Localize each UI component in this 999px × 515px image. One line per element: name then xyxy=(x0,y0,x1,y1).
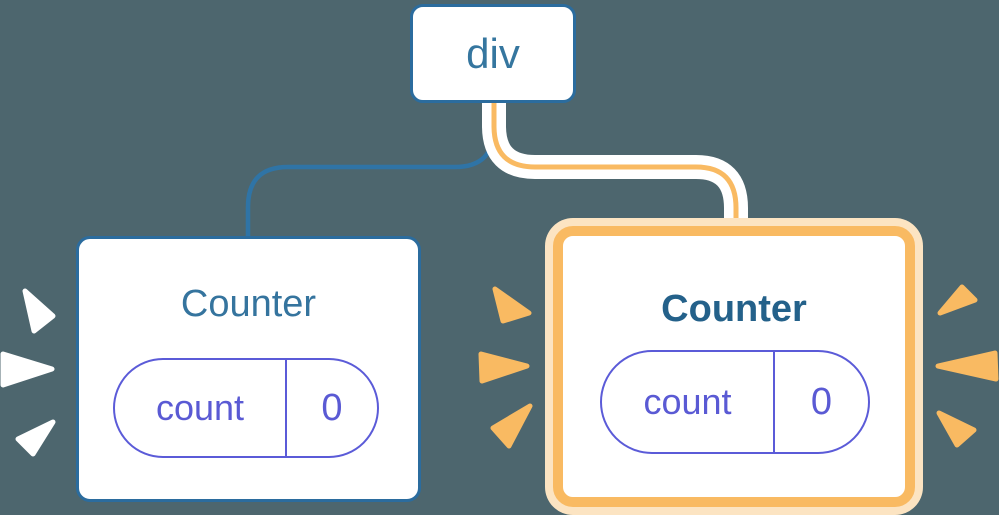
burst-marks-icon-right-counter-right xyxy=(935,284,999,448)
burst-marks-icon-left-counter xyxy=(0,288,56,457)
edge-highlight-casing xyxy=(482,100,748,226)
state-key: count xyxy=(602,352,775,452)
burst-wedge-icon xyxy=(15,419,56,457)
state-pill: count 0 xyxy=(600,350,870,454)
state-key: count xyxy=(115,360,287,456)
tree-node-div: div xyxy=(410,4,576,103)
burst-marks-icon-right-counter-left xyxy=(478,286,533,449)
edge-div-to-left-counter xyxy=(245,100,497,240)
burst-wedge-icon xyxy=(478,351,530,384)
burst-wedge-icon xyxy=(937,284,978,316)
burst-wedge-icon xyxy=(22,288,56,334)
counter-title: Counter xyxy=(180,283,317,325)
state-value: 0 xyxy=(810,380,833,423)
state-pill: count 0 xyxy=(113,358,379,458)
burst-wedge-icon xyxy=(935,350,999,382)
edge-div-to-right-counter xyxy=(491,100,739,236)
tree-node-div-label: div xyxy=(466,29,520,77)
counter-card-left: Counter count 0 xyxy=(76,236,421,502)
counter-title: Counter xyxy=(661,288,807,330)
state-value: 0 xyxy=(321,386,343,429)
burst-wedge-icon xyxy=(490,403,533,449)
counter-card-right-highlighted: Counter count 0 xyxy=(553,226,915,507)
burst-wedge-icon xyxy=(936,410,977,448)
burst-wedge-icon xyxy=(0,351,55,388)
burst-wedge-icon xyxy=(492,286,532,324)
